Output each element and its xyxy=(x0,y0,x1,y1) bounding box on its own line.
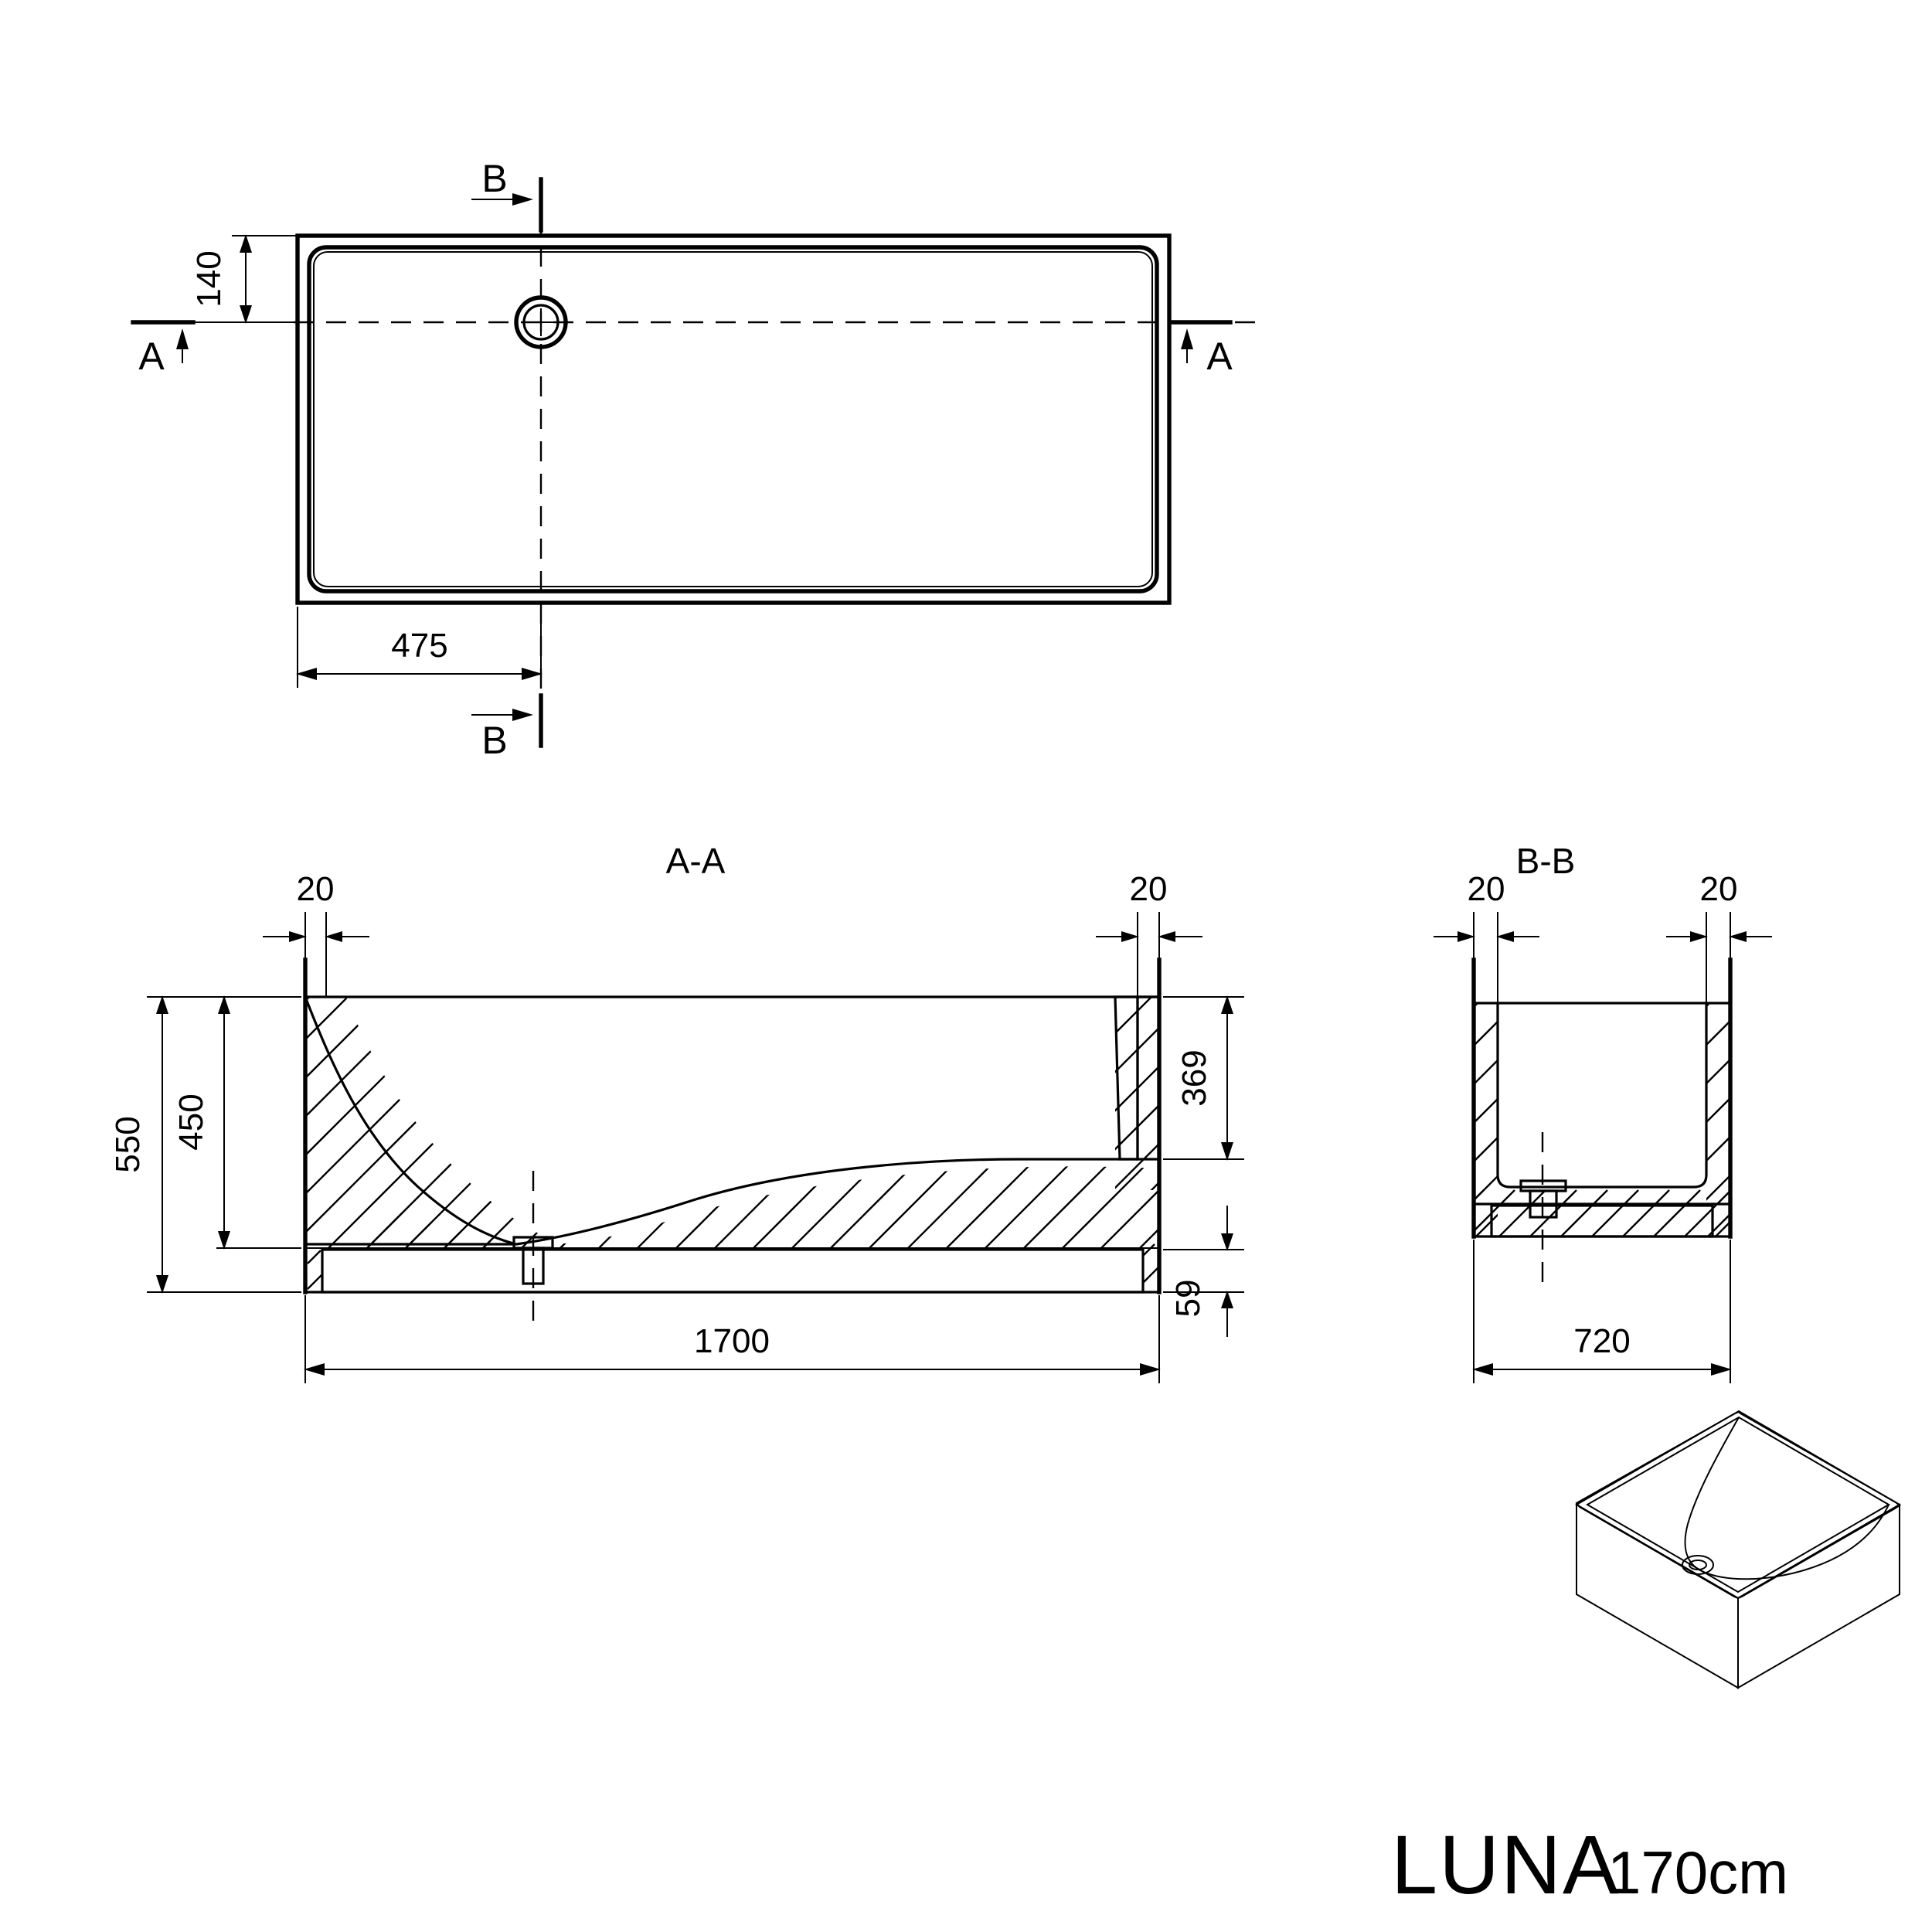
section-marker-a-right: A xyxy=(1171,320,1233,378)
section-bb-label: B-B xyxy=(1516,841,1576,881)
dim-bb-720-value: 720 xyxy=(1573,1322,1630,1360)
aa-left-plinth-hatch xyxy=(307,1250,323,1290)
plan-view: 140 A A B xyxy=(131,157,1260,762)
dim-475-value: 475 xyxy=(391,627,447,665)
iso-rim-outer xyxy=(1575,1410,1901,1600)
aa-right-wall-hatch xyxy=(1114,995,1161,1284)
dim-aa-20-left: 20 xyxy=(263,870,369,997)
drain-hole xyxy=(514,295,568,349)
isometric-view xyxy=(1575,1410,1901,1689)
dim-aa-1700: 1700 xyxy=(304,1295,1161,1383)
dim-bb-720: 720 xyxy=(1472,1240,1732,1383)
product-title: LUNA xyxy=(1391,1818,1620,1911)
bb-right-wall-hatch xyxy=(1706,1003,1730,1236)
dim-aa-1700-value: 1700 xyxy=(694,1322,770,1360)
dim-140: 140 xyxy=(190,234,298,324)
iso-rim-inner xyxy=(1586,1416,1890,1594)
plan-outer-rim xyxy=(295,233,1172,605)
section-aa-label: A-A xyxy=(666,841,726,881)
dim-140-value: 140 xyxy=(190,250,228,307)
aa-floor-hatch xyxy=(305,1166,1159,1248)
section-label-a-right: A xyxy=(1206,335,1233,378)
dim-bb-20-right: 20 xyxy=(1666,870,1772,1003)
section-marker-a-left: A xyxy=(131,320,196,378)
iso-basin-floor-curve xyxy=(1699,1504,1889,1580)
iso-face-front-left xyxy=(1576,1503,1739,1689)
product-size: 170cm xyxy=(1607,1838,1788,1906)
bb-floor-hatch xyxy=(1474,1189,1730,1236)
iso-face-front-right xyxy=(1737,1503,1900,1689)
dim-aa-369: 369 xyxy=(1163,995,1244,1161)
dim-aa-20-right-value: 20 xyxy=(1130,870,1168,908)
dim-aa-59-value: 59 xyxy=(1169,1280,1207,1318)
iso-drain-hole xyxy=(1682,1555,1714,1575)
aa-bowl-floor-profile xyxy=(515,1158,1138,1246)
section-aa-view: A-A xyxy=(109,841,1244,1383)
dim-bb-20-left: 20 xyxy=(1434,870,1539,1003)
dim-aa-20-right: 20 xyxy=(1096,870,1202,997)
bb-basin-cavity xyxy=(1496,1003,1708,1189)
section-label-b-bottom: B xyxy=(481,719,507,762)
dim-aa-20-left-value: 20 xyxy=(297,870,335,908)
title-block: LUNA 170cm xyxy=(1391,1818,1788,1911)
dim-aa-369-value: 369 xyxy=(1175,1049,1213,1106)
plan-inner-basin xyxy=(307,245,1159,594)
aa-base-plinth xyxy=(321,1248,1145,1294)
section-marker-b-bottom: B xyxy=(471,693,543,762)
dim-aa-450: 450 xyxy=(172,995,301,1250)
section-label-a-left: A xyxy=(138,335,165,378)
iso-backrest-curve xyxy=(1684,1417,1740,1571)
dim-aa-59: 59 xyxy=(1163,1206,1244,1337)
section-label-b-top: B xyxy=(481,157,507,200)
aa-left-wedge-hatch xyxy=(304,996,587,1248)
dim-475: 475 xyxy=(296,607,543,688)
iso-rim-outline xyxy=(1575,1410,1901,1600)
dim-bb-20-right-value: 20 xyxy=(1700,870,1738,908)
dim-bb-20-left-value: 20 xyxy=(1468,870,1505,908)
dim-aa-450-value: 450 xyxy=(172,1094,210,1150)
plan-inner-basin-inner-edge xyxy=(313,251,1153,587)
section-marker-b-top: B xyxy=(471,157,543,233)
section-bb-view: B-B xyxy=(1434,841,1772,1383)
dim-aa-550-value: 550 xyxy=(109,1116,147,1172)
